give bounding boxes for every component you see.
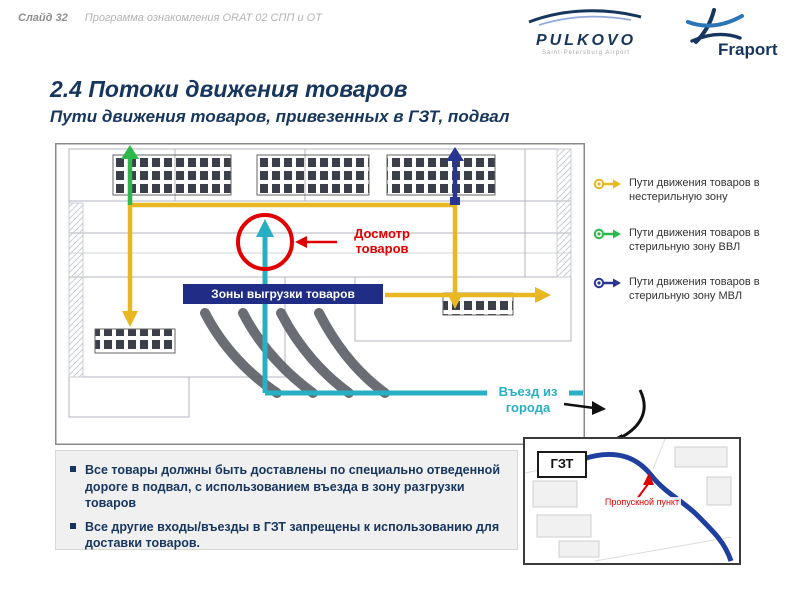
bullet-icon [70, 466, 76, 472]
legend-item-non-sterile: Пути движения товаров в нестерильную зон… [592, 176, 794, 205]
access-road [582, 452, 734, 562]
inspection-circle [236, 213, 294, 271]
inset-map-drawing [525, 439, 734, 562]
non-sterile-flow [122, 202, 551, 327]
unloading-ramps [200, 308, 390, 398]
non-sterile-flow-icon [593, 178, 621, 190]
city-entrance-label: Въезд из города [487, 382, 569, 418]
pulkovo-tagline: Saint-Petersburg Airport [541, 50, 631, 56]
checkpoint-label: Пропускной пункт [603, 497, 681, 508]
program-title: Программа ознакомления ORAT 02 СПП и ОТ [84, 12, 322, 24]
legend-item-sterile-mvl: Пути движения товаров в стерильную зону … [592, 275, 794, 304]
page-title: 2.4 Потоки движения товаров [50, 76, 408, 102]
fraport-logo: Fraport [682, 8, 787, 62]
pulkovo-swoosh-icon [528, 9, 642, 26]
inspection-label: Досмотр товаров [354, 226, 410, 256]
inset-map: ГЗТ Пропускной пункт [523, 437, 741, 565]
legend-item-label: Пути движения товаров в стерильную зону … [629, 226, 760, 253]
pulkovo-wordmark: PULKOVO [535, 32, 637, 49]
map-buildings [532, 446, 732, 558]
fraport-star-icon [686, 8, 744, 44]
slide-header: Слайд 32 Программа ознакомления ORAT 02 … [18, 12, 322, 24]
hatched-wall [68, 202, 84, 378]
note-text: Все товары должны быть доставлены по спе… [85, 463, 501, 510]
sterile-vvl-flow [121, 145, 139, 205]
equipment-blocks [94, 154, 514, 354]
note-text: Все другие входы/въезды в ГЗТ запрещены … [85, 519, 500, 551]
note-item: Все товары должны быть доставлены по спе… [70, 462, 505, 512]
bullet-icon [70, 522, 76, 529]
floor-plan: Зоны выгрузки товаров Досмотр товаров Въ… [55, 143, 585, 445]
checkpoint-arrow-icon [636, 473, 654, 500]
note-item: Все другие входы/въезды в ГЗТ запрещены … [70, 519, 505, 552]
page-subtitle: Пути движения товаров, привезенных в ГЗТ… [50, 107, 510, 126]
fraport-wordmark: Fraport [718, 40, 778, 59]
sterile-vvl-flow-icon [593, 228, 621, 239]
sterile-mvl-flow [446, 147, 464, 205]
pulkovo-logo: PULKOVO Saint-Petersburg Airport [520, 6, 652, 56]
unloading-zones-banner: Зоны выгрузки товаров [183, 284, 383, 304]
legend-item-label: Пути движения товаров в нестерильную зон… [629, 177, 760, 204]
legend-item-label: Пути движения товаров в стерильную зону … [629, 276, 760, 303]
notes-box: Все товары должны быть доставлены по спе… [55, 450, 518, 550]
inspection-arrow-icon [295, 236, 337, 248]
hatched-wall [556, 148, 572, 278]
legend: Пути движения товаров в нестерильную зон… [592, 176, 794, 325]
gzt-label: ГЗТ [537, 451, 587, 478]
legend-item-sterile-vvl: Пути движения товаров в стерильную зону … [592, 226, 794, 255]
slide-number: Слайд 32 [18, 12, 68, 24]
sterile-mvl-flow-icon [593, 277, 621, 289]
